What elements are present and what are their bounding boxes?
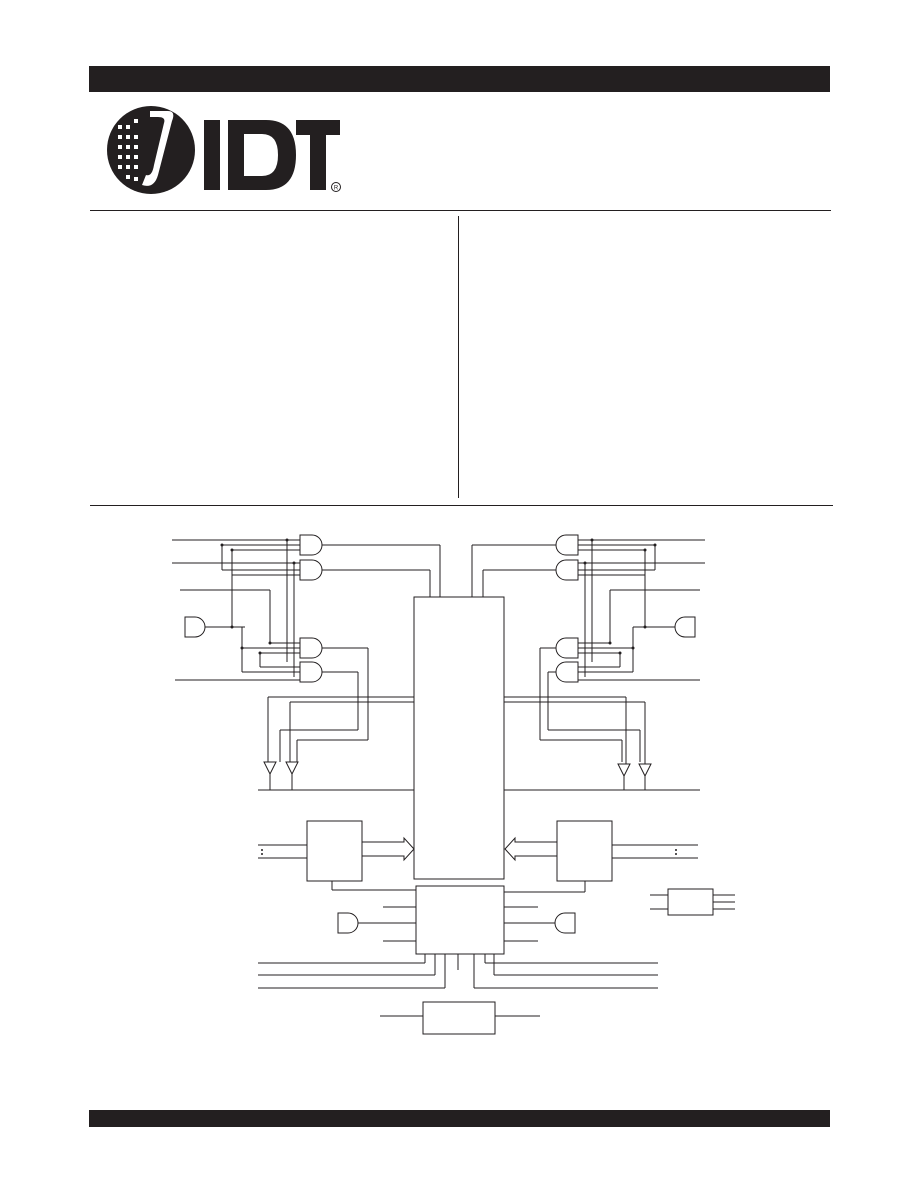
right-control-wiring bbox=[457, 539, 735, 1017]
svg-text:R: R bbox=[334, 186, 339, 192]
features-column bbox=[90, 220, 450, 495]
left-io-block bbox=[306, 820, 363, 882]
right-io-block bbox=[556, 820, 613, 882]
globe-grid bbox=[118, 111, 174, 186]
left-bus-arrow bbox=[361, 836, 415, 862]
arbitration-block bbox=[415, 885, 505, 955]
block-diagram bbox=[172, 534, 735, 1035]
memory-array-block bbox=[413, 596, 505, 880]
left-control-wiring bbox=[172, 539, 446, 1017]
left-gates bbox=[184, 534, 359, 934]
bottom-logic-block bbox=[422, 1001, 496, 1035]
right-bus-arrow bbox=[504, 836, 558, 862]
registered-mark bbox=[331, 182, 341, 192]
top-header-bar bbox=[89, 66, 830, 92]
footer-bar bbox=[89, 1110, 830, 1127]
description-column bbox=[466, 220, 830, 495]
side-logic-block bbox=[667, 888, 714, 916]
header-rule bbox=[90, 210, 831, 211]
right-gates bbox=[554, 534, 696, 934]
idt-logo: R bbox=[107, 106, 341, 194]
junction-dots bbox=[220, 538, 677, 855]
idt-wordmark bbox=[204, 120, 340, 190]
section-rule bbox=[90, 505, 833, 506]
column-divider bbox=[458, 216, 459, 498]
